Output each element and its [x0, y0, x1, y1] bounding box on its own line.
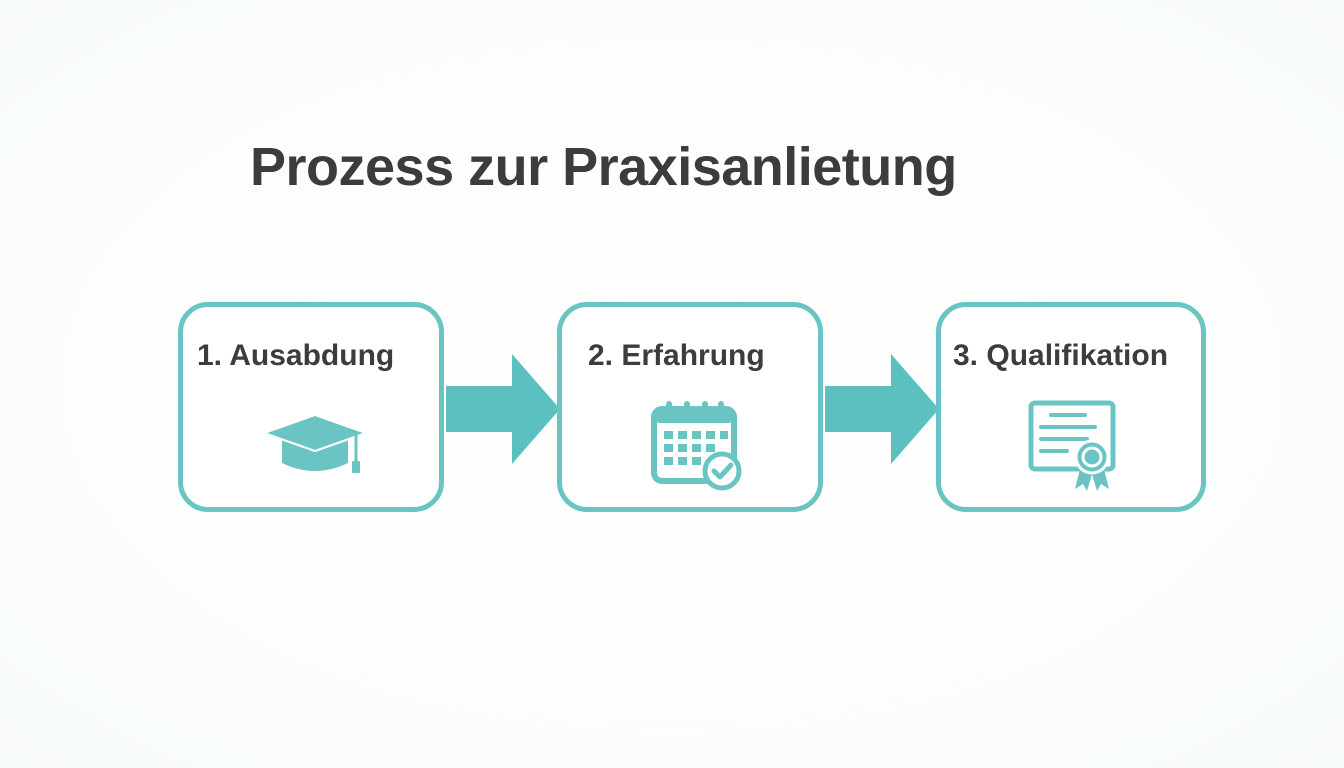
certificate-icon — [1028, 400, 1116, 491]
step-box-erfahrung: 2. Erfahrung — [557, 302, 823, 512]
diagram-title: Prozess zur Praxisanlietung — [250, 137, 957, 197]
step-box-ausbildung: 1. Ausabdung — [178, 302, 444, 512]
arrow-right-icon — [825, 354, 939, 464]
arrow-right-icon — [446, 354, 560, 464]
step-label: 2. Erfahrung — [588, 339, 765, 372]
step-label: 3. Qualifikation — [953, 339, 1169, 372]
calendar-check-icon — [651, 401, 742, 491]
step-box-qualifikation: 3. Qualifikation — [936, 302, 1206, 512]
step-label: 1. Ausabdung — [197, 339, 395, 372]
graduation-cap-icon — [263, 414, 367, 473]
